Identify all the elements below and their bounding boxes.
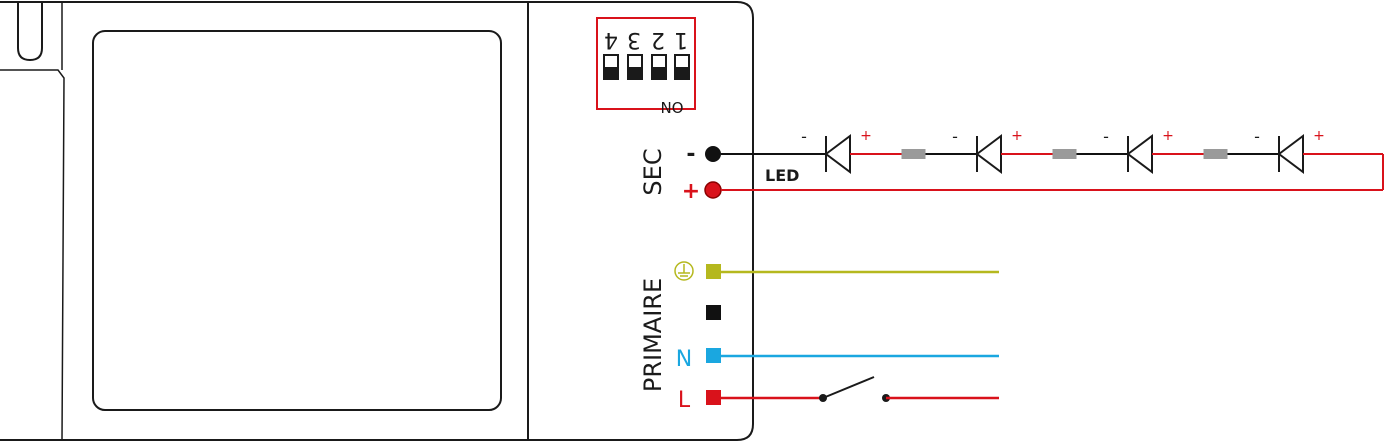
dip-switch-lever-4 [603, 54, 619, 80]
led-label: LED [765, 166, 799, 185]
resistor-3 [1203, 149, 1228, 159]
mains-switch [819, 376, 890, 402]
label-panel [92, 30, 502, 411]
led-3-body [1126, 134, 1153, 174]
led-3-plus-mark: + [1162, 128, 1174, 144]
led-4-plus-mark: + [1313, 128, 1325, 144]
led-4-body [1277, 134, 1304, 174]
dip-switch: 4 3 2 1 ON [596, 17, 696, 116]
secondary-plus-terminal [704, 181, 722, 199]
earth-ground-icon [674, 261, 694, 281]
led-2-minus-mark: - [952, 127, 958, 146]
housing-outline [0, 1, 754, 441]
dip-switch-number-3: 3 [627, 27, 641, 52]
secondary-minus-label: - [686, 142, 695, 167]
secondary-section: SEC - + LED - + - + - + - + [639, 127, 1384, 204]
led-4-minus-mark: - [1254, 127, 1260, 146]
resistor-2 [1052, 149, 1077, 159]
unused-terminal [706, 305, 721, 320]
resistor-1 [901, 149, 926, 159]
neutral-terminal [706, 348, 721, 363]
housing-left-edge [0, 69, 65, 441]
dip-switch-on-label: ON [660, 98, 683, 116]
dip-switch-lever-1 [674, 54, 690, 80]
neutral-label: N [676, 347, 692, 372]
cable-clip [17, 2, 43, 62]
led-1-body [824, 134, 851, 174]
live-label: L [678, 388, 691, 413]
dip-switch-frame [596, 17, 696, 110]
dip-switch-number-2: 2 [651, 27, 665, 52]
dip-switch-number-1: 1 [674, 27, 688, 52]
secondary-minus-terminal [705, 146, 721, 162]
led-3-minus-mark: - [1103, 127, 1109, 146]
housing-top-left-notch [6, 1, 63, 70]
dip-switch-lever-2 [651, 54, 667, 80]
driver-housing [0, 1, 754, 441]
primary-section: PRIMAIRE N L [639, 261, 999, 413]
led-2-plus-mark: + [1011, 128, 1023, 144]
live-terminal [706, 390, 721, 405]
secondary-label: SEC [639, 148, 667, 195]
led-2-body [975, 134, 1002, 174]
secondary-plus-label: + [682, 179, 700, 204]
led-1-plus-mark: + [860, 128, 872, 144]
led-1-minus-mark: - [801, 127, 807, 146]
dip-switch-lever-3 [627, 54, 643, 80]
dip-switch-number-4b: 4 [604, 27, 618, 52]
primary-label: PRIMAIRE [639, 278, 667, 392]
led-chain: - + - + - + - + [721, 127, 1383, 174]
earth-terminal [706, 264, 721, 279]
